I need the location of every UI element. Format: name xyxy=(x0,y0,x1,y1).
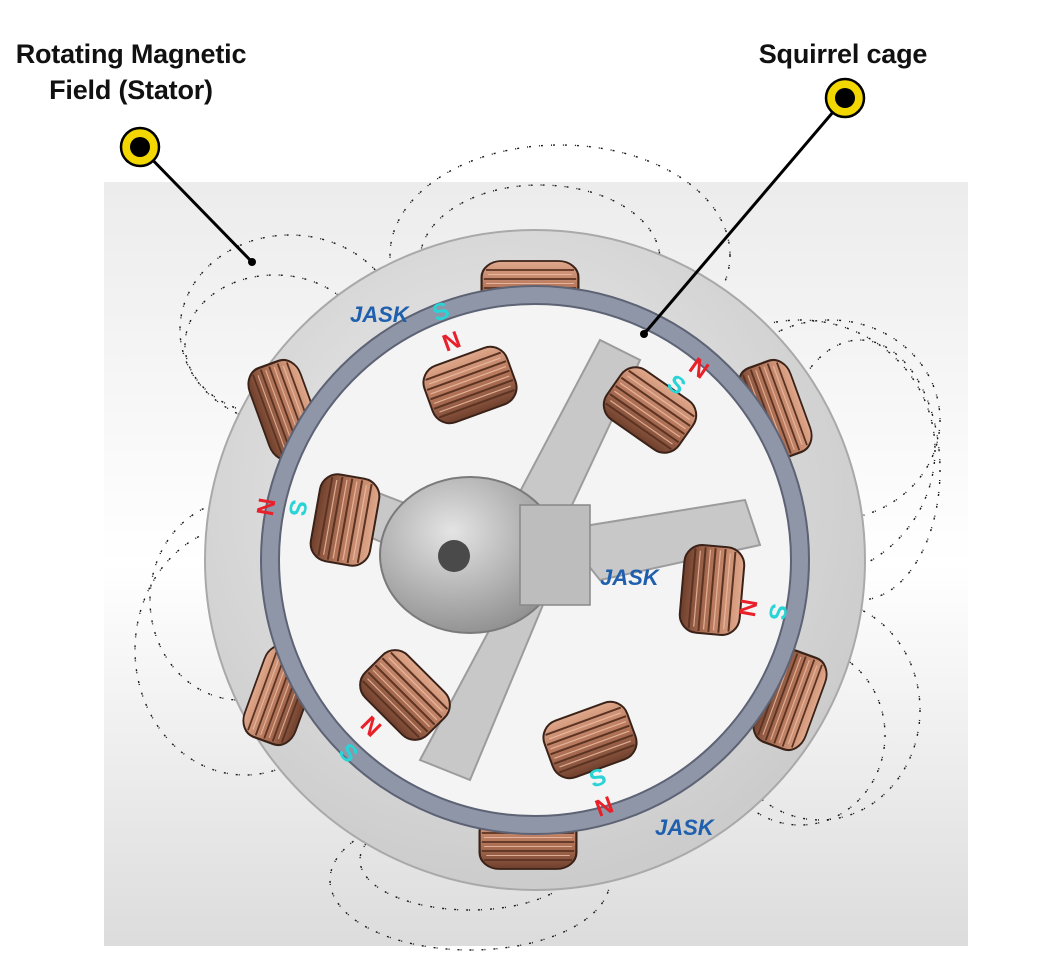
logo-marks: JASK JASK JASK xyxy=(350,302,716,840)
stator-label-line-1: Rotating Magnetic xyxy=(15,39,247,69)
callout-lines xyxy=(138,97,847,338)
stator-label-line-2: Field (Stator) xyxy=(49,75,213,105)
logo-mark: JASK xyxy=(600,565,661,590)
pole-north: N xyxy=(250,496,280,518)
cage-label: Squirrel cage xyxy=(758,39,928,69)
pole-south: S xyxy=(763,602,792,622)
callout-marker-icon xyxy=(824,77,866,119)
stator-label: Rotating Magnetic Field (Stator) xyxy=(0,36,262,108)
callout-marker-icon xyxy=(119,126,161,168)
stator-callout-line xyxy=(138,145,254,264)
cage-callout-line xyxy=(642,97,847,335)
pole-south: S xyxy=(283,498,312,518)
shaft-hole xyxy=(438,540,470,572)
logo-mark: JASK xyxy=(655,815,716,840)
logo-mark: JASK xyxy=(350,302,411,327)
pole-north: N xyxy=(732,597,762,619)
